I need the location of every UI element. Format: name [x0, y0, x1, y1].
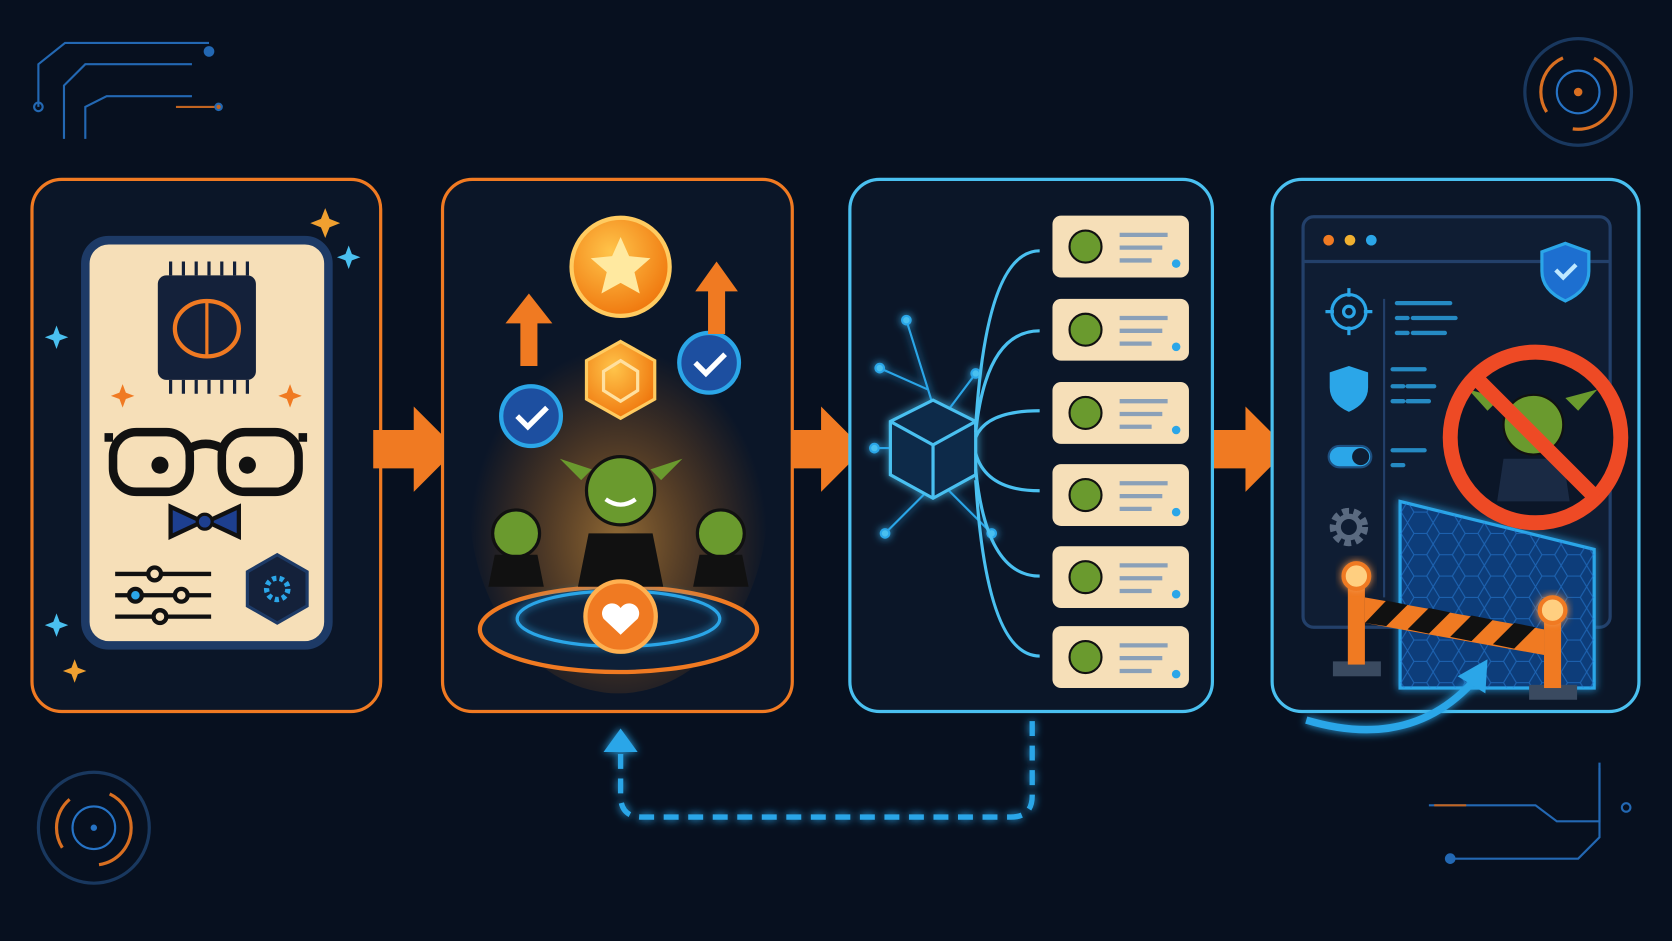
hexagon-coin-icon	[584, 339, 657, 421]
goblin-message-icon	[1052, 464, 1189, 526]
circuit-decoration-top-left	[33, 41, 223, 139]
dashed-feedback-arrow-icon	[603, 721, 1035, 820]
target-icon	[1325, 288, 1373, 336]
goblin-icon	[488, 508, 544, 587]
goblin-message-icon	[1052, 215, 1189, 278]
goblin-icon	[693, 508, 749, 587]
prohibited-goblin-icon	[1442, 344, 1629, 531]
arrow-right-icon	[373, 406, 457, 492]
connector-lines	[974, 249, 1040, 658]
check-badge-icon	[677, 330, 742, 395]
up-arrow-icon	[505, 293, 553, 366]
toggle-icon[interactable]	[1327, 444, 1373, 469]
curved-arrow-icon	[1305, 659, 1488, 734]
gear-icon	[1329, 507, 1369, 547]
gear-hexagon-icon	[245, 552, 309, 625]
radar-decoration-bottom-left	[36, 770, 151, 885]
up-arrow-icon	[695, 261, 738, 335]
arrow-right-icon	[780, 406, 864, 492]
barrier-icon	[1332, 561, 1578, 700]
panel-rewards	[440, 177, 794, 714]
shield-check-icon	[1540, 241, 1591, 303]
panel-generation	[848, 177, 1215, 714]
glasses-face-icon	[104, 427, 308, 497]
message-list	[1052, 215, 1189, 689]
sparkle-icon	[62, 208, 341, 683]
goblin-message-icon	[1052, 546, 1189, 609]
radar-decoration-top-right	[1523, 37, 1634, 147]
check-badge-icon	[499, 384, 564, 449]
goblin-icon	[559, 455, 683, 587]
goblin-message-icon	[1052, 381, 1189, 444]
network-cube-icon	[869, 314, 998, 539]
star-coin-icon	[569, 215, 672, 319]
circuit-decoration-bottom-right	[1428, 762, 1632, 864]
bow-tie-icon	[168, 503, 241, 540]
sliders-icon	[115, 565, 212, 626]
panel-safety	[1270, 177, 1641, 734]
shield-check-icon	[1329, 366, 1369, 412]
goblin-message-icon	[1052, 626, 1189, 689]
goblin-message-icon	[1052, 298, 1189, 361]
heart-coin-icon	[583, 579, 658, 654]
arrow-right-icon	[1204, 406, 1289, 492]
brain-chip-icon	[157, 261, 256, 394]
panel-persona	[30, 177, 383, 714]
